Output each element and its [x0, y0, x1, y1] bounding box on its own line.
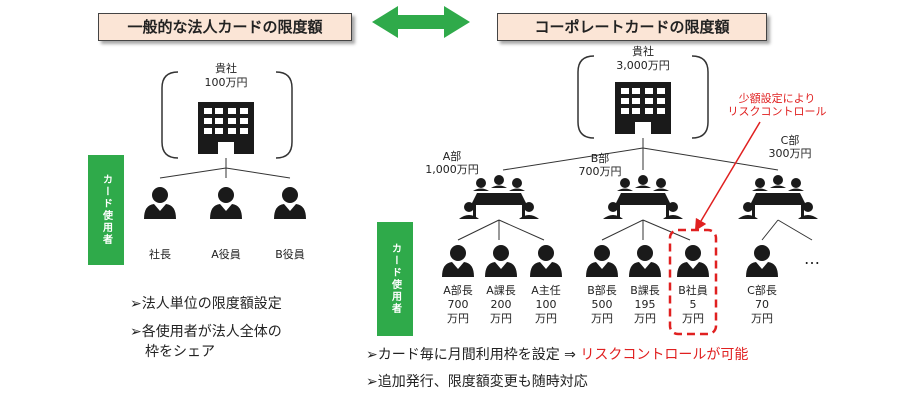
right-header: コーポレートカードの限度額 [497, 13, 767, 41]
dept-a-limit: 1,000万円 [425, 163, 479, 176]
dept-b-meeting-icon [603, 175, 683, 219]
more-users-ellipsis: … [804, 249, 820, 268]
callout-arrow [694, 121, 761, 232]
callout-line-1: 少額設定により [738, 92, 816, 105]
user-icon-b-bucho [586, 245, 618, 277]
right-user-lines [457, 219, 813, 241]
user-a-kacho-amount: 200 [490, 298, 512, 311]
user-icon-a-kacho [485, 245, 517, 277]
user-a-kacho-unit: 万円 [490, 312, 512, 325]
user-a-shunin-amount: 100 [535, 298, 557, 311]
left-user-3: B役員 [275, 248, 305, 261]
user-b-kacho-amount: 195 [634, 298, 656, 311]
user-a-shunin-title: A主任 [531, 284, 561, 297]
user-b-kacho-title: B課長 [630, 284, 660, 297]
user-a-bucho-unit: 万円 [447, 312, 469, 325]
left-user-icon-1 [144, 187, 176, 219]
callout-line-2: リスクコントロール [727, 105, 827, 118]
right-company-name: 貴社 [632, 45, 654, 58]
user-a-bucho-title: A部長 [443, 284, 473, 297]
right-card-user-label: カード使用者 [377, 222, 413, 336]
dept-b-name: B部 [590, 152, 610, 165]
left-user-1: 社長 [149, 248, 171, 261]
left-card-user-label: カード使用者 [88, 155, 124, 265]
left-building-icon [198, 102, 254, 154]
left-company-name: 貴社 [215, 62, 237, 75]
left-company-frame [161, 71, 293, 159]
user-b-kacho-unit: 万円 [634, 312, 656, 325]
dept-a-meeting-icon [459, 175, 539, 219]
user-a-kacho-title: A課長 [486, 284, 516, 297]
user-icon-a-bucho [442, 245, 474, 277]
left-user-icon-2 [210, 187, 242, 219]
right-company-frame [577, 55, 709, 139]
left-bullet-2: ➢各使用者が法人全体の [130, 324, 282, 340]
right-bullet-2: ➢追加発行、限度額変更も随時対応 [366, 374, 588, 390]
right-dept-lines [502, 138, 779, 171]
dept-a-name: A部 [442, 150, 462, 163]
dept-c-limit: 300万円 [768, 147, 812, 160]
user-icon-b-shain [677, 245, 709, 277]
right-bullet-1-text: ➢カード毎に月間利用枠を設定 ⇒ [366, 347, 581, 363]
user-a-bucho-amount: 700 [447, 298, 469, 311]
user-icon-a-shunin [530, 245, 562, 277]
dept-c-meeting-icon [738, 175, 818, 219]
left-company-limit: 100万円 [204, 76, 248, 89]
left-header: 一般的な法人カードの限度額 [98, 13, 352, 41]
left-bullet-1: ➢法人単位の限度額設定 [130, 296, 282, 312]
user-b-bucho-amount: 500 [591, 298, 613, 311]
left-bullet-3: 枠をシェア [145, 344, 215, 360]
user-icon-b-kacho [629, 245, 661, 277]
user-b-shain-title: B社員 [678, 284, 708, 297]
user-c-bucho-amount: 70 [755, 298, 769, 311]
right-bullet-1: ➢カード毎に月間利用枠を設定 ⇒ リスクコントロールが可能 [366, 345, 748, 365]
right-bullet-1-highlight: リスクコントロールが可能 [580, 347, 749, 363]
left-user-2: A役員 [211, 248, 241, 261]
user-a-shunin-unit: 万円 [535, 312, 557, 325]
left-tree-lines [159, 158, 291, 179]
user-b-shain-amount: 5 [689, 298, 697, 311]
dept-c-name: C部 [780, 134, 800, 147]
double-arrow-icon [372, 6, 470, 38]
highlight-box [668, 228, 718, 336]
user-b-shain-unit: 万円 [682, 312, 704, 325]
user-b-bucho-title: B部長 [587, 284, 617, 297]
right-building-icon [615, 82, 671, 134]
user-c-bucho-title: C部長 [747, 284, 777, 297]
right-company-limit: 3,000万円 [616, 59, 670, 72]
user-c-bucho-unit: 万円 [751, 312, 773, 325]
left-user-icon-3 [274, 187, 306, 219]
user-b-bucho-unit: 万円 [591, 312, 613, 325]
user-icon-c-bucho [746, 245, 778, 277]
dept-b-limit: 700万円 [578, 165, 622, 178]
